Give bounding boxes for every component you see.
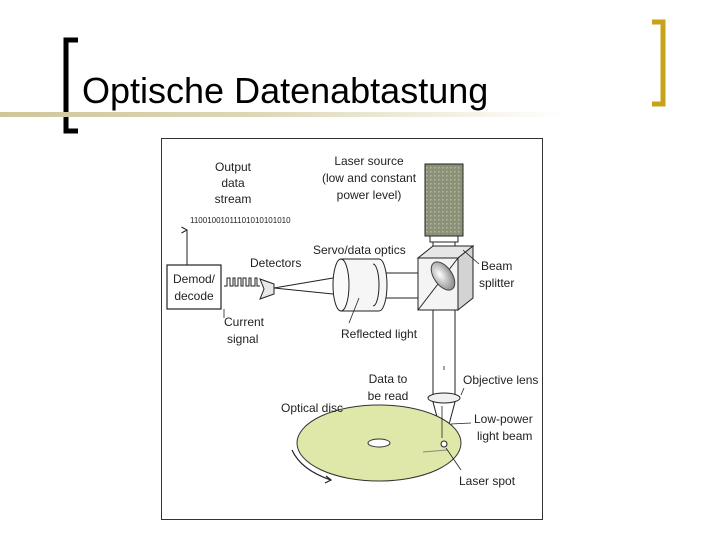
optical-disc-label: Optical disc (281, 401, 343, 415)
servo-optics-label: Servo/data optics (313, 243, 406, 257)
beam-splitter (416, 244, 475, 312)
right-bracket (652, 19, 666, 107)
laser-source (424, 163, 464, 237)
laser-spot (440, 440, 448, 448)
servo-data-optics (332, 258, 388, 312)
optical-pickup-diagram: Output data stream 110010010111010101010… (161, 138, 543, 520)
demod-label-1: Demod/ (173, 272, 216, 286)
laser-source-label-1: Laser source (334, 154, 404, 168)
output-label-1: Output (215, 160, 252, 174)
reflected-light-label: Reflected light (341, 327, 418, 341)
data-to-read-label-1: Data to (369, 372, 408, 386)
optical-disc (296, 404, 462, 482)
laser-source-label-2: (low and constant (322, 171, 417, 185)
data-to-read-label-2: be read (368, 389, 409, 403)
laser-source-label-3: power level) (337, 188, 402, 202)
output-label-2: data (221, 176, 245, 190)
objective-lens (427, 392, 461, 404)
low-power-label-1: Low-power (474, 412, 533, 426)
output-bitstream: 11001001011101010101010 (190, 216, 291, 225)
objective-lens-label: Objective lens (463, 373, 538, 387)
current-signal-waveform (224, 277, 260, 287)
beam-splitter-label-1: Beam (481, 259, 512, 273)
low-power-label-2: light beam (477, 429, 532, 443)
demod-decode-box (166, 264, 222, 310)
laser-spot-label: Laser spot (459, 474, 516, 488)
title-underline (0, 112, 565, 117)
rotation-arrow (291, 449, 332, 481)
slide-title: Optische Datenabtastung (82, 70, 489, 111)
detectors-label: Detectors (250, 256, 301, 270)
current-signal-label-1: Current (224, 315, 265, 329)
demod-label-2: decode (174, 289, 214, 303)
detector (259, 278, 275, 300)
current-signal-label-2: signal (227, 332, 258, 346)
beam-splitter-label-2: splitter (479, 276, 514, 290)
output-label-3: stream (215, 192, 252, 206)
